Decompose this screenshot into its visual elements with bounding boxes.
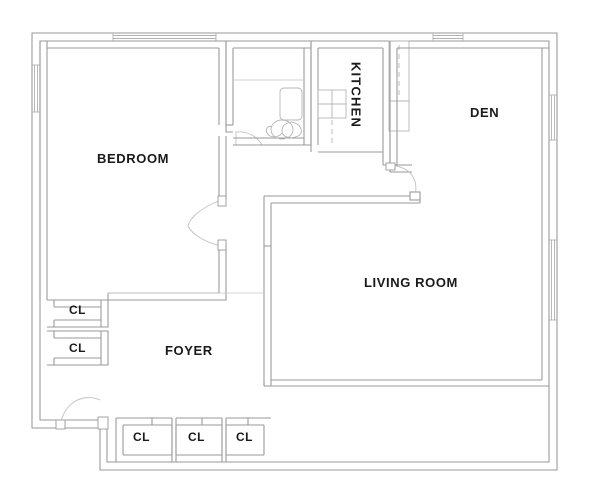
kitchen-counter bbox=[388, 40, 410, 132]
room-label-kitchen: KITCHEN bbox=[348, 61, 364, 129]
room-label-living-room: LIVING ROOM bbox=[364, 275, 458, 290]
window-right-1 bbox=[549, 94, 557, 141]
room-label-bedroom: BEDROOM bbox=[97, 151, 170, 166]
closet-left-lower bbox=[47, 330, 109, 366]
building-outline bbox=[31, 32, 558, 471]
bedroom-walls bbox=[39, 40, 227, 301]
living-room-walls bbox=[263, 48, 549, 387]
closet-label-left-upper: CL bbox=[69, 303, 86, 317]
closet-bottom-one bbox=[115, 417, 173, 462]
wall-stub-living-top bbox=[409, 191, 421, 201]
exterior-walls bbox=[31, 32, 558, 471]
closet-bottom-two bbox=[175, 417, 223, 462]
closet-bottom-three bbox=[225, 417, 271, 462]
bathtub bbox=[279, 87, 303, 121]
closet-label-bottom-three: CL bbox=[236, 430, 253, 444]
den-walls bbox=[383, 41, 549, 173]
exterior-wall-inner-face bbox=[39, 40, 550, 463]
bathroom-door bbox=[233, 131, 263, 146]
window-top-1 bbox=[112, 33, 217, 41]
bedroom-double-door bbox=[187, 195, 227, 251]
room-label-foyer: FOYER bbox=[165, 343, 213, 358]
closet-label-left-lower: CL bbox=[69, 341, 86, 355]
window-left-1 bbox=[32, 64, 40, 113]
window-top-2 bbox=[432, 33, 464, 41]
toilet bbox=[265, 119, 302, 140]
closet-label-bottom-one: CL bbox=[133, 430, 150, 444]
room-label-den: DEN bbox=[470, 105, 500, 120]
window-right-2 bbox=[549, 239, 557, 321]
closet-left-upper bbox=[47, 299, 109, 328]
bath-closet bbox=[317, 89, 347, 144]
bathroom-walls bbox=[225, 41, 312, 146]
entry-door bbox=[55, 397, 109, 430]
closet-label-bottom-two: CL bbox=[188, 430, 205, 444]
